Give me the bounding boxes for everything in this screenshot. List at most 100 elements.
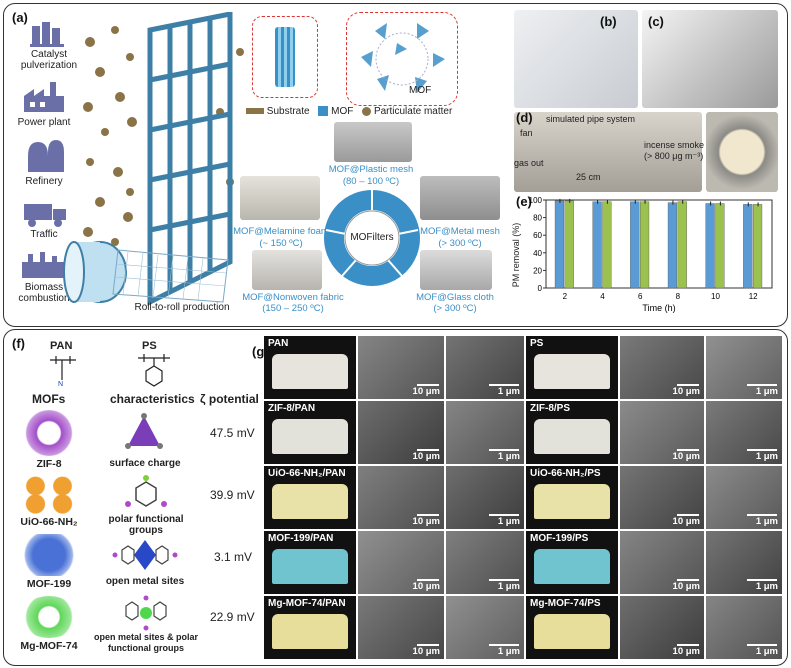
scale-bar <box>747 579 777 582</box>
scale-bar <box>747 643 777 646</box>
scale-label: 10 μm <box>412 386 440 398</box>
polymer-ps-label: PS <box>142 340 157 352</box>
scale-label: 10 μm <box>672 581 700 593</box>
zeta-mof199: 3.1 mV <box>214 550 253 564</box>
sem-image: 10 μm <box>620 336 704 400</box>
filter-melamine-foam-temp: (~ 150 ºC) <box>259 238 303 249</box>
sem-image: 1 μm <box>446 530 524 595</box>
scale-label: 10 μm <box>672 386 700 398</box>
scale-bar <box>747 449 777 452</box>
sample-sheet <box>272 483 348 520</box>
scale-bar <box>417 643 439 646</box>
filter-melamine-foam-name: MOF@Melamine foam <box>233 226 329 237</box>
scale-label: 10 μm <box>412 581 440 593</box>
scale-bar <box>747 514 777 517</box>
scale-label: 1 μm <box>497 645 520 657</box>
sem-image: 10 μm <box>358 530 444 595</box>
source-catalyst-label: Catalyst pulverization <box>20 49 78 71</box>
sem-image: 1 μm <box>706 465 782 530</box>
sem-image: 1 μm <box>706 336 782 400</box>
svg-text:N: N <box>58 381 63 388</box>
bar <box>639 201 650 289</box>
scale-bar <box>677 449 699 452</box>
scale-bar <box>489 643 519 646</box>
header-zeta: ζ potential <box>200 392 259 406</box>
x-tick-label: 8 <box>676 292 681 301</box>
sample-label: UiO-66-NH₂/PS <box>530 467 601 479</box>
sample-photo-right: MOF-199/PS <box>526 530 618 595</box>
header-mofs: MOFs <box>32 392 66 406</box>
sample-sheet <box>534 354 610 390</box>
source-traffic-label: Traffic <box>30 229 58 240</box>
mof-swatch <box>318 106 329 117</box>
sem-image: 10 μm <box>358 595 444 659</box>
biomass-icon <box>18 250 70 280</box>
sample-label: Mg-MOF-74/PAN <box>268 597 346 609</box>
sample-label: PAN <box>268 338 289 349</box>
scale-bar <box>417 514 439 517</box>
uio66-structure-icon <box>22 474 76 514</box>
sem-image: 10 μm <box>620 400 704 465</box>
scale-label: 1 μm <box>497 386 520 398</box>
source-power-plant-label: Power plant <box>17 117 71 128</box>
scale-label: 1 μm <box>497 581 520 593</box>
sample-sheet <box>534 613 610 649</box>
scale-label: 1 μm <box>755 386 778 398</box>
source-refinery-label: Refinery <box>25 176 63 187</box>
x-tick-label: 12 <box>749 292 758 301</box>
char-metal-sites-polar: open metal sites & polar functional grou… <box>93 632 199 653</box>
zeta-mgmof74: 22.9 mV <box>210 610 255 624</box>
mof-structure-zoom: MOF <box>346 12 458 106</box>
sem-image: 1 μm <box>706 595 782 659</box>
x-tick-label: 2 <box>563 292 568 301</box>
glass-cloth-photo <box>420 250 492 290</box>
sample-sheet <box>272 418 348 455</box>
sample-photo-right: Mg-MOF-74/PS <box>526 595 618 659</box>
plot-frame <box>545 199 773 289</box>
sample-label: Mg-MOF-74/PS <box>530 597 601 609</box>
sample-photo-right: UiO-66-NH₂/PS <box>526 465 618 530</box>
filter-glass-cloth-name: MOF@Glass cloth <box>416 292 494 303</box>
legend-pm: Particulate matter <box>373 106 453 117</box>
roll-to-roll-caption: Roll-to-roll production <box>134 302 230 313</box>
metal-sites-polar-icon <box>118 594 174 632</box>
x-tick-label: 10 <box>711 292 720 301</box>
legend-substrate: Substrate <box>266 106 310 117</box>
truck-icon <box>22 200 70 228</box>
bar <box>554 200 565 289</box>
scale-label: 10 μm <box>672 516 700 528</box>
scale-bar <box>489 514 519 517</box>
scale-label: 1 μm <box>755 645 778 657</box>
y-tick-label: 60 <box>533 231 542 240</box>
scale-bar <box>747 384 777 387</box>
sample-photo-right: ZIF-8/PS <box>526 400 618 465</box>
length-label: 25 cm <box>576 172 601 182</box>
filter-dish-photo <box>706 112 778 192</box>
sem-image: 10 μm <box>620 465 704 530</box>
y-tick-label: 40 <box>533 249 542 258</box>
scale-bar <box>677 579 699 582</box>
substrate-zoom <box>252 16 318 98</box>
scale-label: 1 μm <box>755 516 778 528</box>
bar <box>592 201 602 289</box>
bar <box>715 203 725 289</box>
legend-mof: MOF <box>331 106 354 117</box>
scale-bar <box>417 384 439 387</box>
bar <box>705 203 715 289</box>
scale-bar <box>417 449 439 452</box>
mof-name-mof199: MOF-199 <box>26 578 72 590</box>
scale-bar <box>417 579 439 582</box>
sample-label: MOF-199/PS <box>530 532 589 544</box>
sample-photo-left: PAN <box>264 336 356 400</box>
donut-center-label: MOFilters <box>350 232 394 243</box>
sample-label: ZIF-8/PAN <box>268 402 316 414</box>
pan-structure-icon: N <box>50 356 76 388</box>
char-surface-charge: surface charge <box>109 458 181 469</box>
sample-label: UiO-66-NH₂/PAN <box>268 467 346 479</box>
sem-image: 1 μm <box>446 400 524 465</box>
mof-name-uio66: UiO-66-NH₂ <box>20 516 78 528</box>
particle-filter-illustration <box>83 12 244 307</box>
panel-b-label: (b) <box>600 14 617 29</box>
sample-label: MOF-199/PAN <box>268 532 334 544</box>
